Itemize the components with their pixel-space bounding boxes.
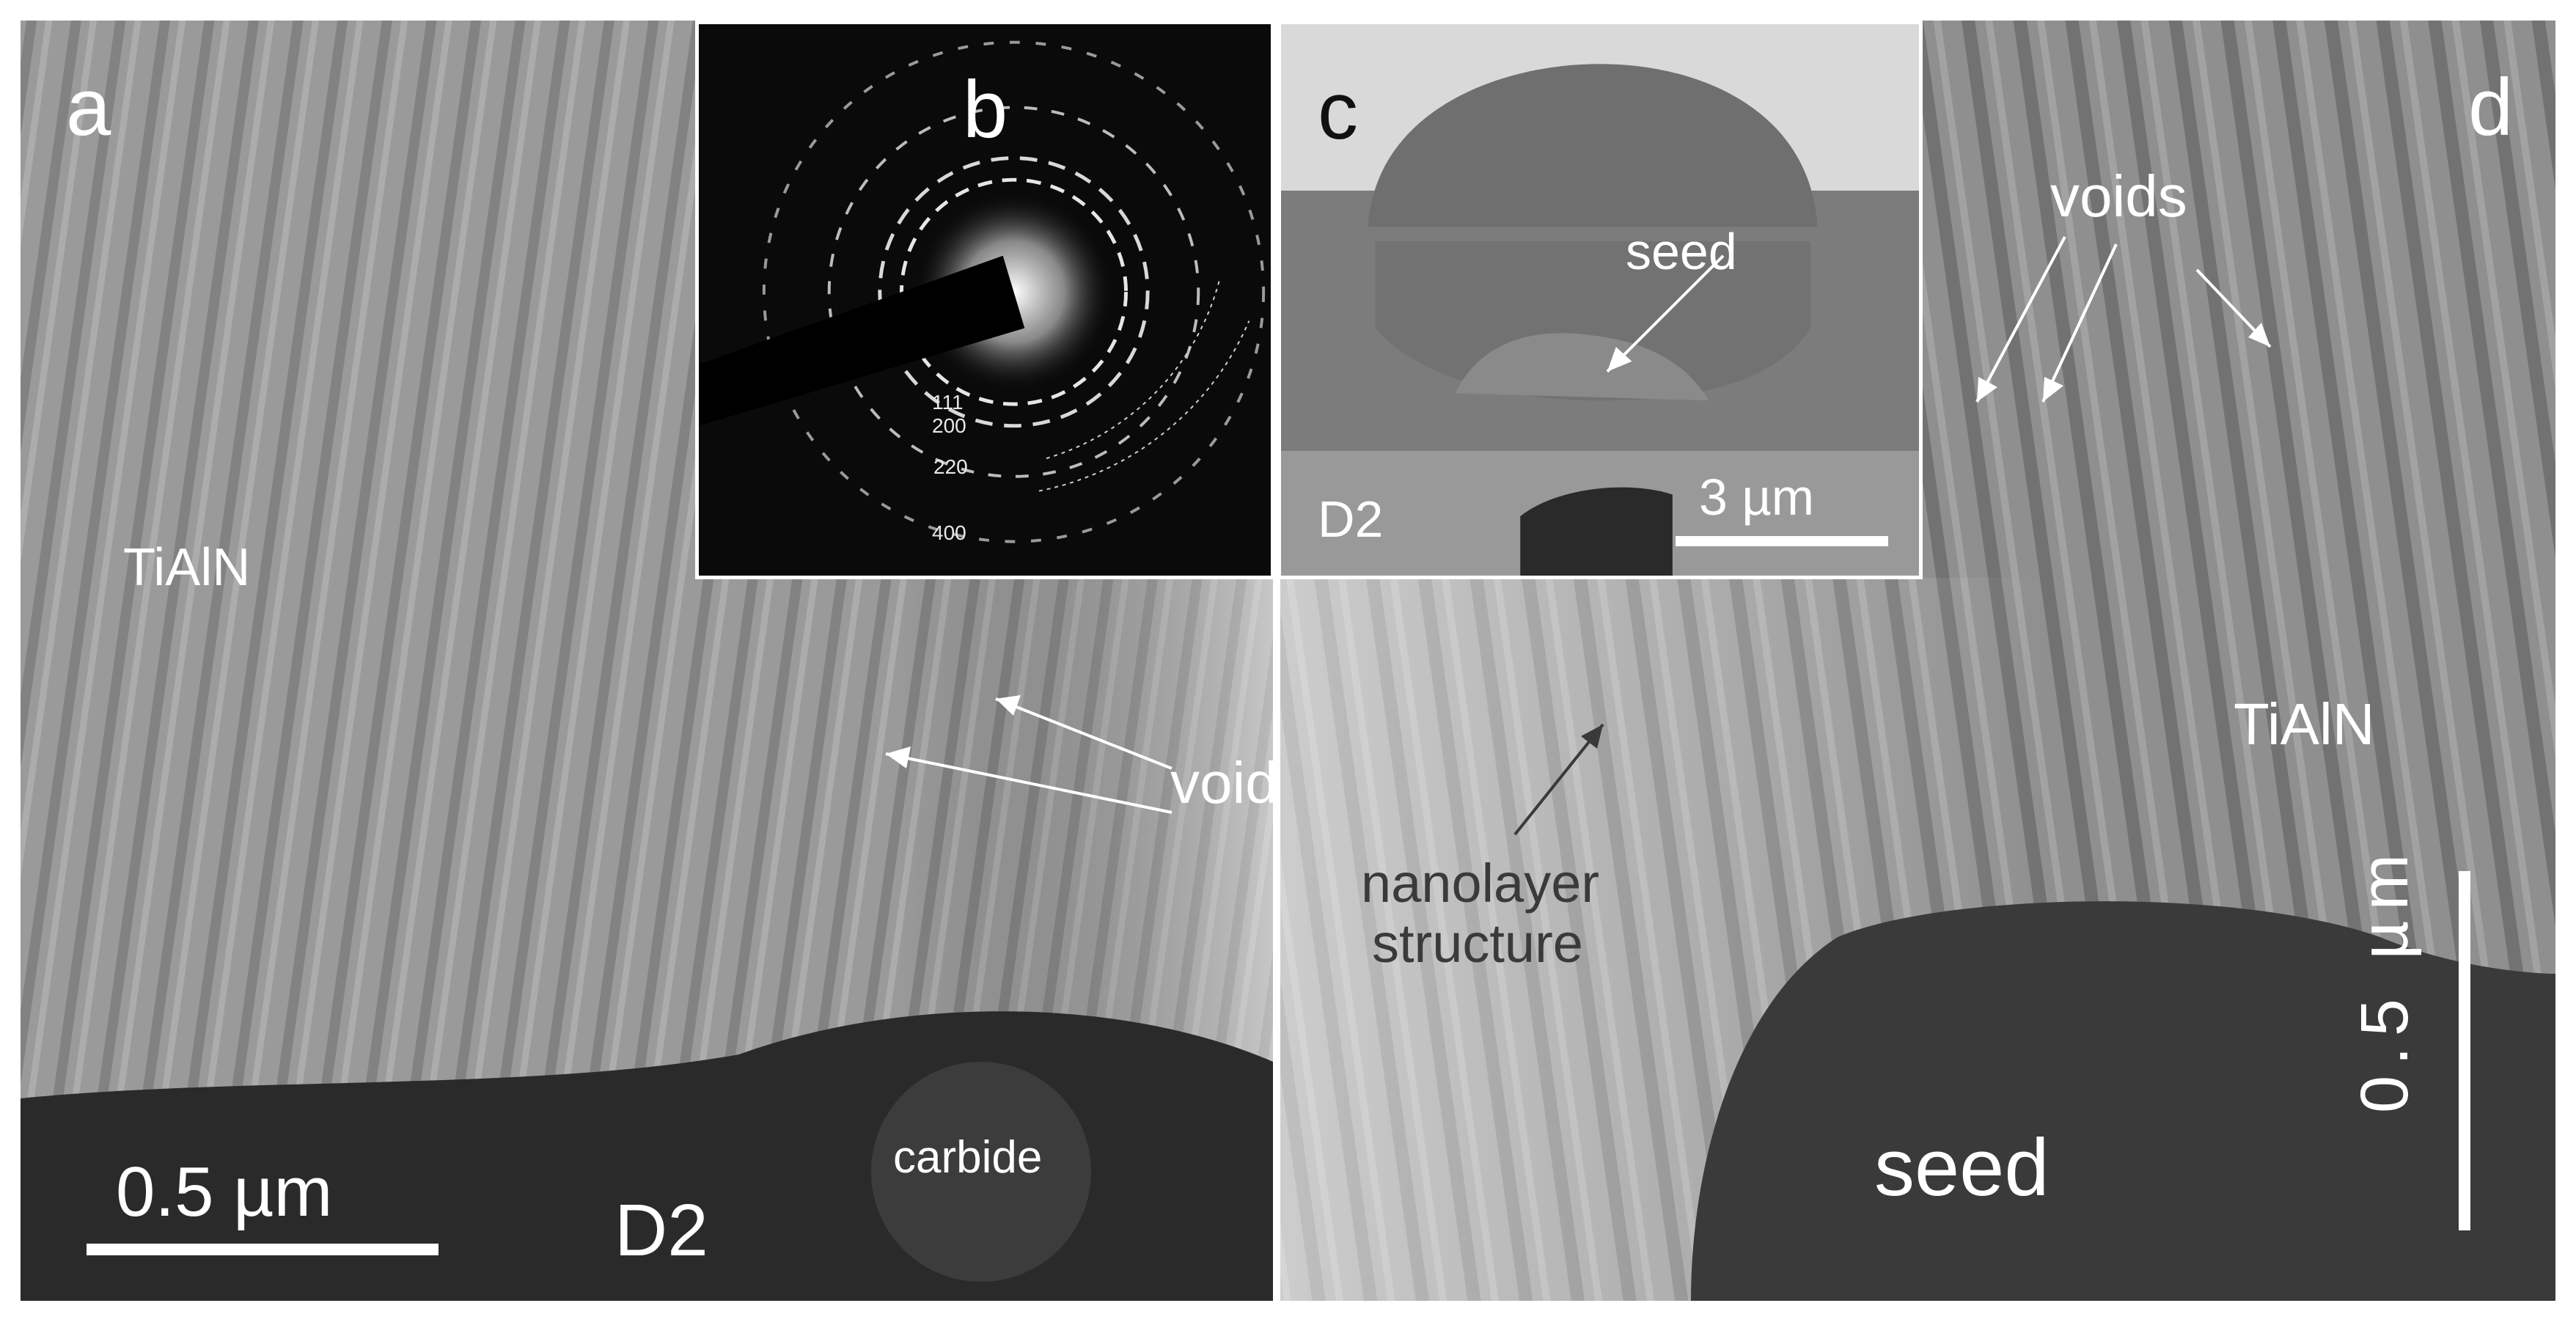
- panel-d-scale-label: 0.5 µm: [2347, 843, 2422, 1113]
- carbide-particle: [871, 1062, 1091, 1282]
- d-void-arrow-1: [1975, 236, 2066, 403]
- panel-d-nanolayer-label-line2: structure: [1372, 913, 1583, 974]
- panel-c-letter: c: [1318, 66, 1358, 156]
- panel-c: c seed D2 3 µm: [1277, 21, 1923, 579]
- panel-d-seed-label: seed: [1874, 1123, 2050, 1213]
- panel-d-material-label: TiAlN: [2234, 691, 2375, 757]
- panel-a-letter: a: [66, 62, 111, 153]
- ring-label-200: 200: [932, 414, 966, 437]
- panel-a-scale-bar: [87, 1244, 438, 1255]
- panel-c-scale-bar: [1676, 536, 1888, 546]
- panel-c-substrate-label: D2: [1318, 491, 1384, 548]
- panel-a-voids-label: voids: [1170, 750, 1273, 815]
- panel-b: b 111 200 220 400: [695, 21, 1274, 579]
- panel-b-letter: b: [963, 65, 1008, 155]
- ring-label-111: 111: [932, 391, 964, 414]
- nanolayer-arrow: [1513, 723, 1604, 836]
- beam-stopper: [699, 255, 1025, 426]
- seed-region: [1691, 901, 2555, 1301]
- panel-d-scale-bar: [2459, 871, 2470, 1230]
- ring-label-400: 400: [932, 521, 966, 544]
- void-arrow-2: [995, 697, 1173, 770]
- panel-d-letter: d: [2468, 62, 2514, 153]
- d-void-arrow-2: [2041, 243, 2118, 403]
- panel-a-substrate-label: D2: [614, 1189, 708, 1271]
- seed-arrow: [1606, 254, 1725, 373]
- panel-a-material-label: TiAlN: [123, 538, 251, 597]
- ring-label-220: 220: [933, 455, 968, 478]
- panel-a-carbide-label: carbide: [893, 1132, 1043, 1183]
- panel-a-scale-label: 0.5 µm: [116, 1153, 333, 1231]
- panel-c-seed-label: seed: [1626, 223, 1737, 280]
- void-arrow-1: [885, 752, 1173, 814]
- panel-d-nanolayer-label-line1: nanolayer: [1361, 853, 1600, 914]
- panel-c-image: [1281, 24, 1919, 576]
- panel-c-scale-label: 3 µm: [1699, 469, 1815, 526]
- panel-d-voids-label: voids: [2050, 164, 2187, 229]
- panel-b-diffraction: [699, 24, 1271, 576]
